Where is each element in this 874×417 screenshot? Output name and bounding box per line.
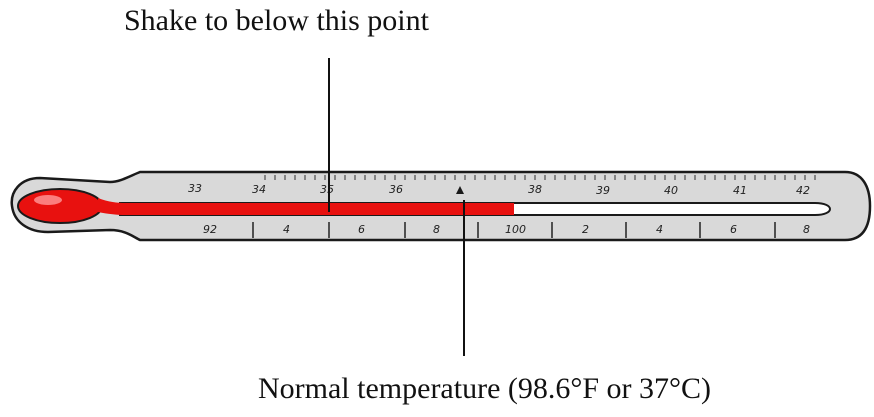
celsius-tick-label: 35 (320, 183, 334, 196)
fahrenheit-tick-label: 92 (203, 223, 217, 236)
bulb-highlight (34, 195, 62, 205)
celsius-tick-label: 38 (528, 183, 542, 196)
fahrenheit-tick-label: 6 (358, 223, 365, 236)
fahrenheit-scale: 92 4 6 8 100 2 4 6 8 (203, 222, 810, 238)
fahrenheit-tick-label: 8 (433, 223, 440, 236)
mercury-column (98, 198, 514, 215)
celsius-tick-label: 39 (596, 184, 610, 197)
celsius-tick-label: 41 (733, 184, 747, 197)
top-fine-ticks (264, 175, 816, 180)
celsius-scale: 33 34 35 36 38 39 40 41 42 (188, 182, 810, 197)
mercury-bulb (17, 188, 103, 224)
fahrenheit-tick-label: 4 (656, 223, 663, 236)
fahrenheit-tick-label: 8 (803, 223, 810, 236)
celsius-tick-label: 33 (188, 182, 202, 195)
fahrenheit-tick-label: 2 (582, 223, 589, 236)
celsius-tick-label: 40 (664, 184, 678, 197)
fahrenheit-tick-label: 4 (283, 223, 290, 236)
normal-temperature-marker (456, 186, 464, 194)
fahrenheit-tick-label: 6 (730, 223, 737, 236)
shake-point-label: Shake to below this point (124, 4, 429, 37)
celsius-tick-label: 34 (252, 183, 266, 196)
fahrenheit-tick-label: 100 (505, 223, 526, 236)
celsius-tick-label: 36 (389, 183, 403, 196)
celsius-tick-label: 42 (796, 184, 810, 197)
normal-temperature-label: Normal temperature (98.6°F or 37°C) (258, 372, 712, 405)
